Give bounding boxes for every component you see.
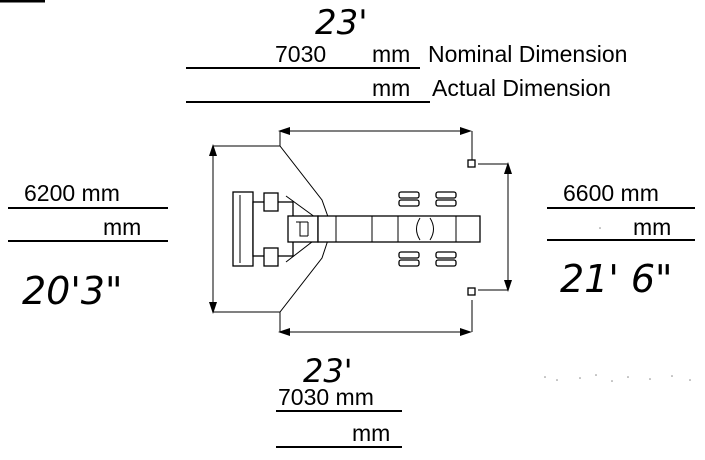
rear-wheels-upper: [398, 191, 457, 207]
corner-mark: [0, 0, 45, 3]
outrigger-pad-bottom-right: [467, 287, 476, 296]
crane-boom: [317, 215, 481, 243]
bottom-handwritten-dimension: 23': [303, 352, 353, 390]
bottom-width-arrow-right: [460, 328, 472, 336]
right-height-arrow-bottom: [504, 280, 512, 292]
right-handwritten-dimension: 21' 6": [560, 257, 673, 301]
hook-block-symbol: [296, 221, 309, 237]
bottom-actual-unit: mm: [352, 420, 390, 446]
top-nominal-unit: mm: [372, 41, 410, 67]
front-wheel-left: [263, 192, 279, 212]
left-nominal-value: 6200 mm: [24, 180, 120, 206]
top-width-arrow-right: [460, 127, 472, 135]
bottom-nominal-value: 7030 mm: [278, 384, 374, 410]
front-wheel-right: [263, 247, 279, 267]
left-actual-unit: mm: [103, 214, 141, 240]
top-nominal-value: 7030: [275, 41, 326, 67]
top-actual-label: Actual Dimension: [432, 75, 611, 101]
left-height-arrow-bottom: [209, 302, 217, 314]
top-width-arrow-left: [278, 127, 290, 135]
crane-turret: [287, 215, 319, 243]
top-handwritten-dimension: 23': [315, 3, 368, 43]
bottom-width-arrow-left: [278, 328, 290, 336]
rear-wheels-lower: [398, 251, 457, 267]
top-actual-unit: mm: [372, 75, 410, 101]
boom-tip-sheave: [416, 217, 434, 241]
right-actual-unit: mm: [633, 214, 671, 240]
right-nominal-value: 6600 mm: [563, 180, 659, 206]
top-nominal-label: Nominal Dimension: [428, 41, 627, 67]
left-height-arrow-top: [209, 144, 217, 156]
outrigger-pad-top-right: [467, 159, 476, 168]
left-handwritten-dimension: 20'3": [22, 269, 122, 313]
scan-speckle: [544, 227, 691, 382]
right-height-arrow-top: [504, 162, 512, 174]
crane-cab: [232, 191, 254, 267]
